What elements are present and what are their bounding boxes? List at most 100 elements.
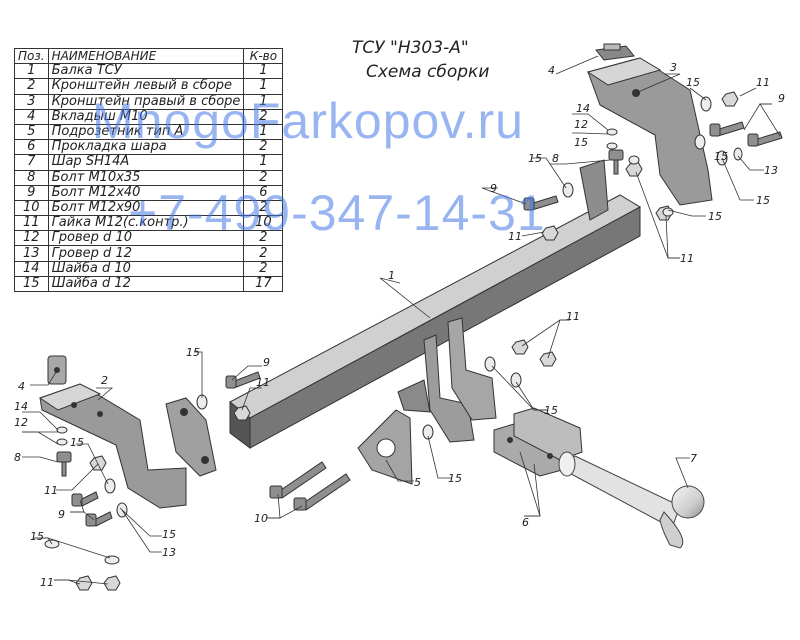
washer-2 <box>694 134 706 150</box>
insert-top <box>595 43 635 61</box>
callout-11-d: 11 <box>680 252 694 265</box>
diagram-subtitle: Схема сборки <box>366 62 490 82</box>
cell-qty: 2 <box>243 245 284 262</box>
cell-name: Гайка М12(с.контр.) <box>47 215 245 232</box>
cell-pos: 3 <box>14 93 49 110</box>
socket-bracket <box>357 409 413 485</box>
callout-15-c: 15 <box>528 152 542 165</box>
bolt-m12x90-a <box>269 461 327 499</box>
nut-7 <box>75 575 93 591</box>
callout-11-c: 11 <box>566 310 580 323</box>
cell-pos: 10 <box>14 199 49 217</box>
header-qty: К-во <box>243 47 284 65</box>
cell-pos: 12 <box>14 230 49 247</box>
washer-13 <box>422 424 434 440</box>
cell-pos: 2 <box>14 78 49 95</box>
watermark-phone: +7-499-347-14-31 <box>128 185 546 241</box>
header-pos: Поз. <box>14 47 49 65</box>
bolt-m12x40-f <box>747 131 783 147</box>
callout-9-right: 9 <box>778 92 785 105</box>
callout-2: 2 <box>101 374 108 387</box>
washer-5 <box>662 207 674 217</box>
left-bracket <box>38 383 187 509</box>
callout-6: 6 <box>522 516 529 529</box>
callout-13-right: 13 <box>764 164 778 177</box>
washer-17 <box>56 438 68 446</box>
callout-13-left: 13 <box>162 546 176 559</box>
cell-pos: 4 <box>14 108 49 125</box>
cell-pos: 5 <box>14 123 49 141</box>
washer-9 <box>628 155 640 165</box>
washer-4 <box>733 147 743 161</box>
callout-9-left: 9 <box>58 508 65 521</box>
callout-8-right: 8 <box>552 152 559 165</box>
callout-15-b: 15 <box>574 136 588 149</box>
callout-15-h: 15 <box>448 472 462 485</box>
callout-12-left: 12 <box>14 416 28 429</box>
washer-1 <box>700 96 712 112</box>
callout-15-e: 15 <box>708 210 722 223</box>
cell-name: Кронштейн левый в сборе <box>47 78 245 95</box>
cell-pos: 14 <box>14 260 49 277</box>
nut-4 <box>511 339 529 355</box>
cell-qty: 1 <box>243 154 284 171</box>
cell-pos: 1 <box>14 63 49 80</box>
center-plates <box>397 317 497 443</box>
watermark-site: MnogoFarkopov.ru <box>92 93 524 149</box>
cell-name: Вкладыш М10 <box>47 108 245 125</box>
callout-1: 1 <box>388 269 395 282</box>
leader-lines <box>22 55 781 585</box>
callout-15-i: 15 <box>70 436 84 449</box>
callout-labels: 1 2 3 4 4 5 6 7 8 8 9 9 9 9 10 11 11 11 … <box>14 61 785 589</box>
washer-7 <box>606 128 618 136</box>
washer-8 <box>606 142 618 150</box>
cell-pos: 8 <box>14 169 49 186</box>
bolt-m12x90-b <box>293 473 351 511</box>
bolt-m10x35-a <box>56 451 72 477</box>
callout-9-mid: 9 <box>263 356 270 369</box>
callout-3: 3 <box>670 61 677 74</box>
callout-14-left: 14 <box>14 400 28 413</box>
bolt-m12x40-b <box>71 491 99 507</box>
washer-12 <box>510 372 522 388</box>
callout-14-right: 14 <box>576 102 590 115</box>
nut-8 <box>103 575 121 591</box>
cell-name: Подрозетник тип А <box>47 123 245 141</box>
callout-15-f: 15 <box>186 346 200 359</box>
cell-name: Шар SH14A <box>47 154 245 171</box>
cell-pos: 7 <box>14 154 49 171</box>
cell-qty: 10 <box>243 215 284 232</box>
header-name: НАИМЕНОВАНИЕ <box>47 47 245 65</box>
cell-pos: 9 <box>14 184 49 201</box>
cell-pos: 15 <box>14 275 49 293</box>
cell-pos: 13 <box>14 245 49 262</box>
cell-pos: 6 <box>14 139 49 156</box>
cell-qty: 1 <box>243 123 284 141</box>
bolt-m10x35-b <box>608 149 624 175</box>
washer-6 <box>562 182 574 198</box>
bolt-m12x40-e <box>709 121 745 137</box>
callout-8-left: 8 <box>14 451 21 464</box>
left-side-plate <box>165 397 217 477</box>
insert-left <box>47 355 67 385</box>
callout-15-j: 15 <box>162 528 176 541</box>
callout-11-e: 11 <box>256 376 270 389</box>
callout-11-g: 11 <box>40 576 54 589</box>
nut-10 <box>541 225 559 241</box>
right-bracket <box>579 57 713 221</box>
washer-19 <box>104 555 120 565</box>
cell-qty: 1 <box>243 63 284 80</box>
cell-pos: 11 <box>14 215 49 232</box>
callout-11-a: 11 <box>756 76 770 89</box>
cell-name: Шайба d 10 <box>47 260 245 277</box>
